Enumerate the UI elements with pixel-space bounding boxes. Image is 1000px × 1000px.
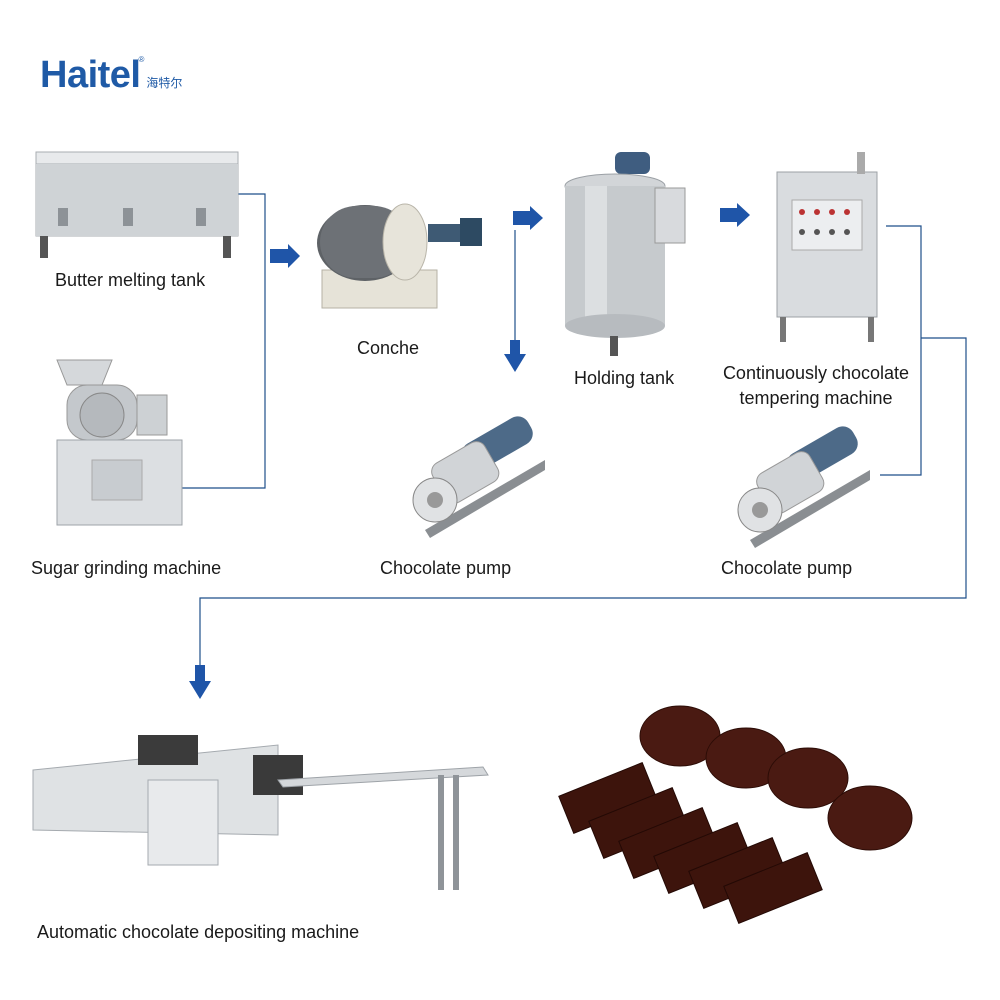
arrow-down-icon <box>189 665 211 699</box>
connector-tempering-to-depositor <box>199 337 967 665</box>
label-tempering-line-1: Continuously chocolate <box>722 363 910 383</box>
tempering-machine-image <box>776 152 878 342</box>
label-butter-melting-tank: Butter melting tank <box>55 270 206 290</box>
depositing-machine-image <box>32 735 489 890</box>
label-conche: Conche <box>357 338 420 358</box>
connector-butter-to-merge <box>180 193 266 489</box>
label-tempering-machine: Continuously chocolate tempering machine <box>723 361 909 411</box>
holding-tank-image <box>564 152 686 356</box>
registered-mark: ® <box>138 55 145 64</box>
conche-image <box>317 203 482 309</box>
brand-name-cn: 海特尔 <box>146 76 183 90</box>
label-chocolate-pump-2: Chocolate pump <box>721 558 853 578</box>
sugar-grinding-machine-image <box>56 359 183 526</box>
label-tempering-line-2: tempering machine <box>739 388 893 408</box>
butter-melting-tank-image <box>35 151 239 258</box>
label-sugar-grinding-machine: Sugar grinding machine <box>31 558 222 578</box>
arrow-right-icon <box>270 244 300 268</box>
label-chocolate-pump-1: Chocolate pump <box>380 558 512 578</box>
arrow-right-icon <box>720 203 750 227</box>
chocolate-products-image <box>558 705 913 925</box>
brand-logo: Haitel ® 海特尔 <box>40 54 183 96</box>
chocolate-pump-2-image <box>737 426 870 548</box>
connector-tempering-loop <box>880 225 922 476</box>
chocolate-pump-1-image <box>412 416 545 538</box>
arrow-down-icon <box>504 340 526 372</box>
label-depositing-machine: Automatic chocolate depositing machine <box>37 922 360 942</box>
label-holding-tank: Holding tank <box>574 368 675 388</box>
arrow-right-icon <box>513 206 543 230</box>
brand-name: Haitel <box>40 54 141 96</box>
